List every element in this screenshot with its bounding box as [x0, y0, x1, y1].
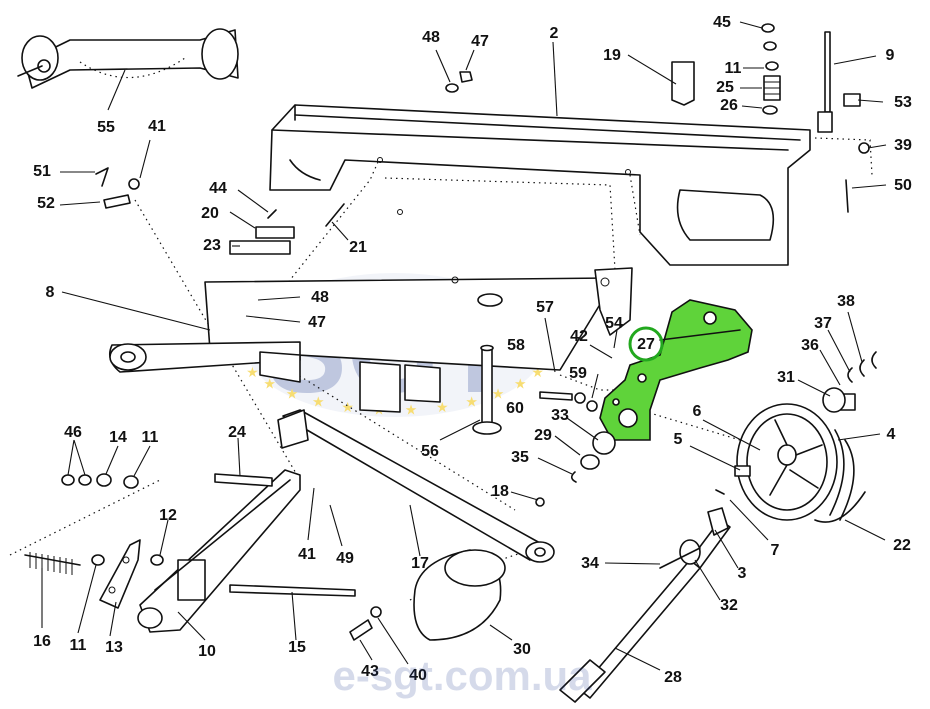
- callout-50: 50: [894, 177, 912, 194]
- callout-52: 52: [37, 195, 55, 212]
- part-10-lower-link: [137, 469, 301, 633]
- watermark-star: ★: [246, 364, 259, 380]
- callout-22: 22: [893, 537, 911, 554]
- callout-6: 6: [693, 403, 702, 420]
- callout-32: 32: [720, 597, 738, 614]
- callout-35: 35: [511, 449, 529, 466]
- callout-8: 8: [46, 284, 55, 301]
- callout-42: 42: [570, 328, 588, 345]
- callout-13: 13: [105, 639, 123, 656]
- callout-43: 43: [361, 663, 379, 680]
- callout-29: 29: [534, 427, 552, 444]
- callout-17: 17: [411, 555, 429, 572]
- callout-58: 58: [507, 337, 525, 354]
- watermark-star: ★: [405, 402, 418, 418]
- callout-48: 48: [311, 289, 329, 306]
- watermark-url: e-sgt.com.ua: [332, 652, 592, 699]
- bushings: [61, 473, 164, 566]
- callout-37: 37: [814, 315, 832, 332]
- bolts: [214, 473, 382, 641]
- callout-4: 4: [887, 426, 896, 443]
- callout-21: 21: [349, 239, 367, 256]
- callout-31: 31: [777, 369, 795, 386]
- small-hardware: [95, 23, 877, 507]
- callout-3: 3: [738, 565, 747, 582]
- callout-40: 40: [409, 667, 427, 684]
- callout-59: 59: [569, 365, 587, 382]
- part-2-main-frame: [269, 104, 811, 266]
- callout-16: 16: [33, 633, 51, 650]
- part-13-plate: [99, 539, 141, 609]
- callout-10: 10: [198, 643, 216, 660]
- part-4-pulley: [736, 403, 866, 523]
- callout-25: 25: [716, 79, 734, 96]
- callout-41: 41: [298, 546, 316, 563]
- callout-18: 18: [491, 483, 509, 500]
- part-55-pto-guard: [17, 28, 239, 89]
- callout-33: 33: [551, 407, 569, 424]
- watermark-star: ★: [312, 393, 325, 409]
- callout-53: 53: [894, 94, 912, 111]
- callout-5: 5: [674, 431, 683, 448]
- watermark-star: ★: [341, 399, 354, 415]
- callout-39: 39: [894, 137, 912, 154]
- watermark-star: ★: [465, 393, 478, 409]
- callout-2: 2: [550, 25, 559, 42]
- callout-41: 41: [148, 118, 166, 135]
- part-8-lift-frame: [109, 267, 633, 413]
- callout-20: 20: [201, 205, 219, 222]
- part-27-bracket-highlighted: [599, 299, 753, 441]
- callout-15: 15: [288, 639, 306, 656]
- callout-26: 26: [720, 97, 738, 114]
- callout-38: 38: [837, 293, 855, 310]
- part-30-sleeve: [413, 549, 506, 641]
- part-56-pin: [472, 344, 502, 435]
- callout-57: 57: [536, 299, 554, 316]
- callout-11: 11: [142, 429, 159, 446]
- callout-49: 49: [336, 550, 354, 567]
- callout-46: 46: [64, 424, 82, 441]
- watermark-star: ★: [286, 386, 299, 402]
- callout-47: 47: [471, 33, 489, 50]
- callout-24: 24: [228, 424, 246, 441]
- callout-30: 30: [513, 641, 531, 658]
- callout-54: 54: [605, 315, 623, 332]
- watermark-star: ★: [492, 386, 505, 402]
- watermark-star: ★: [436, 399, 449, 415]
- callout-56: 56: [421, 443, 439, 460]
- callout-28: 28: [664, 669, 682, 686]
- callout-36: 36: [801, 337, 819, 354]
- callout-60: 60: [506, 400, 524, 417]
- callout-11: 11: [70, 637, 87, 654]
- part-16-spring: [24, 552, 81, 575]
- callout-47: 47: [308, 314, 326, 331]
- callout-34: 34: [581, 555, 599, 572]
- callout-11: 11: [725, 60, 742, 77]
- callout-23: 23: [203, 237, 221, 254]
- callout-14: 14: [109, 429, 127, 446]
- callout-12: 12: [159, 507, 177, 524]
- callout-45: 45: [713, 14, 731, 31]
- callout-7: 7: [771, 542, 780, 559]
- watermark-star: ★: [514, 376, 527, 392]
- callout-48: 48: [422, 29, 440, 46]
- callout-9: 9: [886, 47, 895, 64]
- callout-55: 55: [97, 119, 115, 136]
- leader-lines: [41, 21, 887, 671]
- callout-27: 27: [637, 336, 655, 353]
- part-17-link-bar: [277, 409, 555, 563]
- callout-19: 19: [603, 47, 621, 64]
- watermark-star: ★: [263, 376, 276, 392]
- callout-44: 44: [209, 180, 227, 197]
- callout-51: 51: [33, 163, 51, 180]
